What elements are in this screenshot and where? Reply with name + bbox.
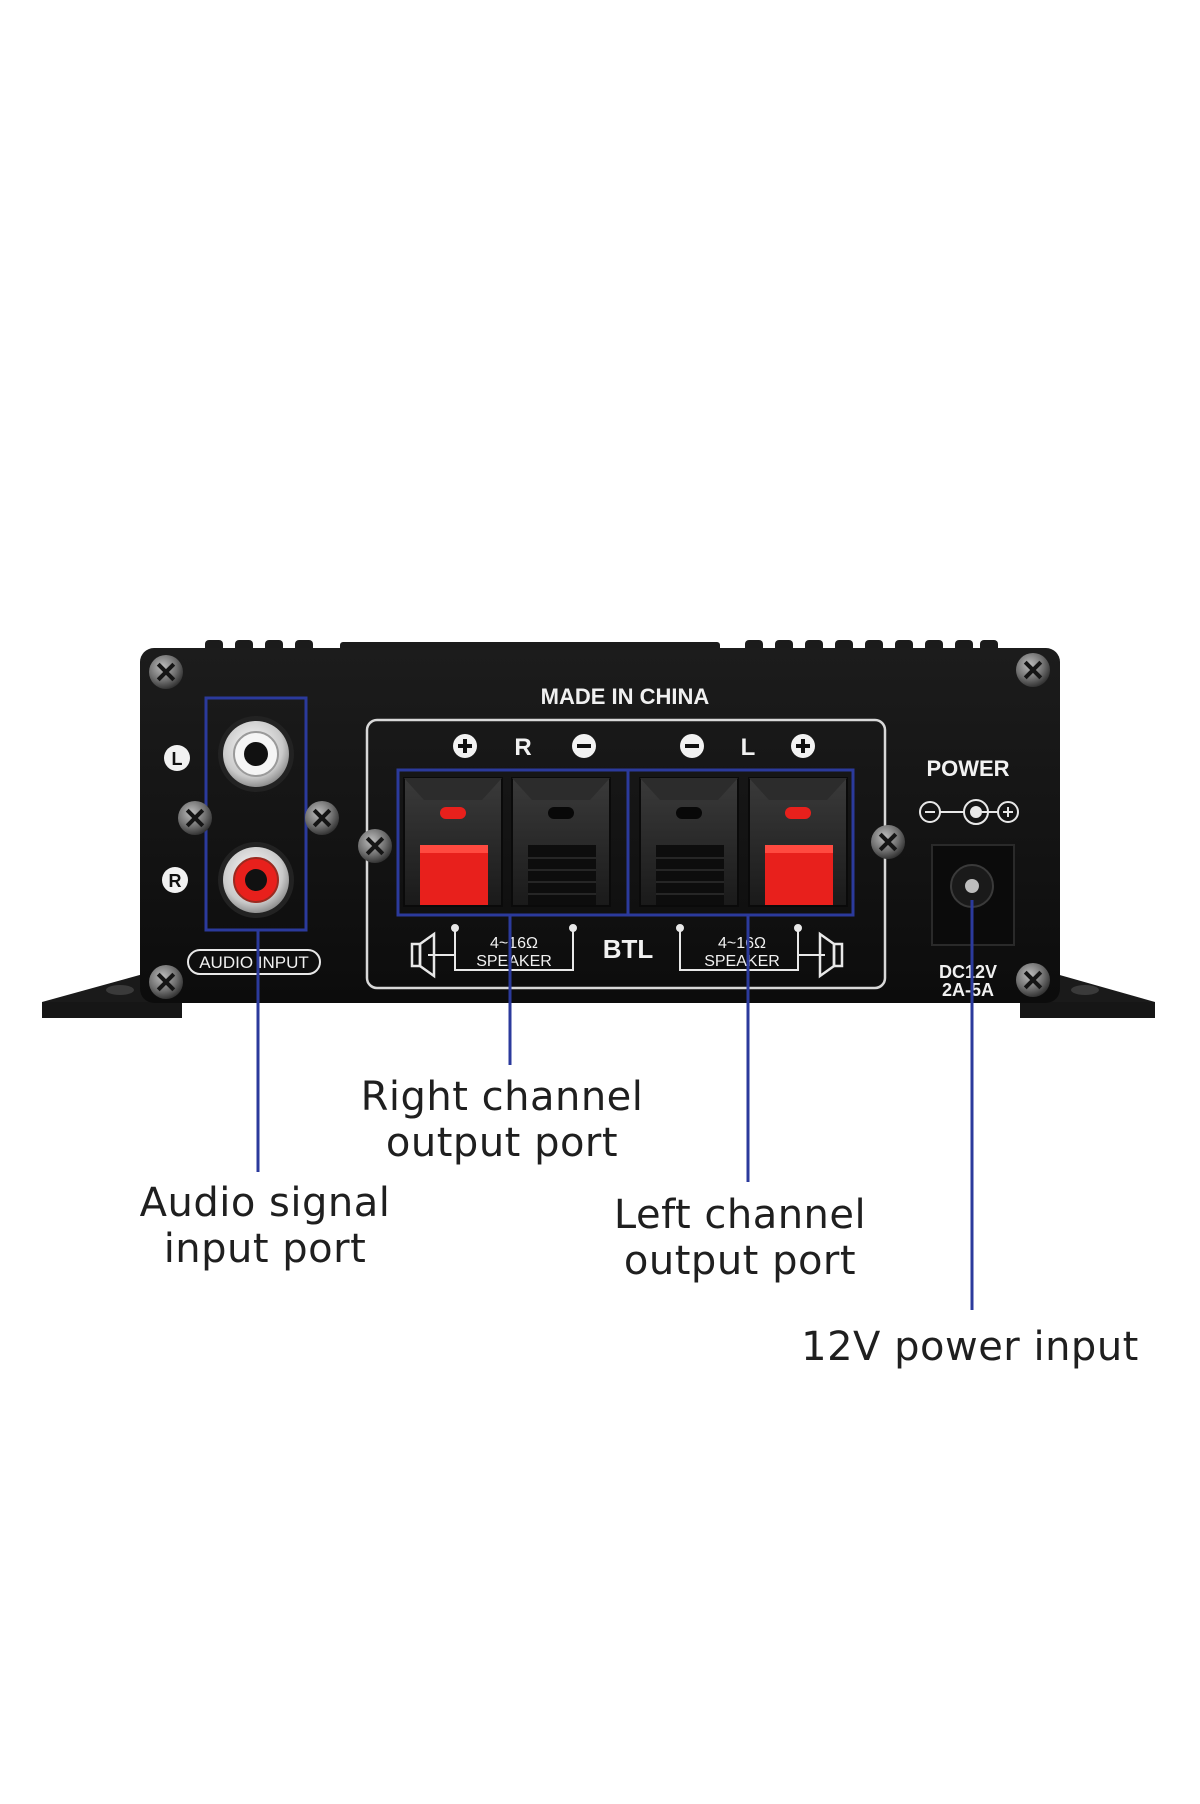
rca-jack-right-red[interactable]: [218, 842, 294, 918]
speaker-terminal-r-minus[interactable]: [511, 777, 611, 907]
panel-screw: [871, 825, 905, 859]
rca-jack-left-white[interactable]: [218, 716, 294, 792]
callout-left-channel: Left channel output port: [613, 1192, 867, 1284]
audio-input-label-frame: [187, 949, 321, 975]
dc-polarity-icon: [919, 799, 1019, 825]
highlight-left-channel: [626, 768, 855, 917]
minus-icon: [572, 734, 596, 758]
input-r-badge: R: [162, 867, 188, 893]
speaker-r-label: SPEAKER: [476, 953, 552, 970]
speaker-l-ohms: 4~16Ω: [718, 935, 766, 952]
channel-l-label: L: [741, 734, 756, 761]
speaker-l-label: SPEAKER: [704, 953, 780, 970]
minus-icon: [680, 734, 704, 758]
channel-r-label: R: [514, 734, 531, 761]
polarity-markings: R L: [453, 734, 815, 761]
input-screw: [305, 801, 339, 835]
power-label: POWER: [926, 756, 1009, 781]
speaker-terminal-l-plus[interactable]: [748, 777, 848, 907]
callout-right-channel: Right channel output port: [360, 1074, 644, 1166]
plus-icon: [453, 734, 477, 758]
input-l-badge: L: [164, 745, 190, 771]
made-in-label: MADE IN CHINA: [541, 684, 710, 709]
speaker-terminal-r-plus[interactable]: [403, 777, 503, 907]
speaker-icon: [818, 931, 844, 979]
leader-lines: [256, 900, 974, 1310]
input-screw: [178, 801, 212, 835]
speaker-icon: [410, 931, 436, 979]
highlight-boxes: [204, 696, 855, 932]
dc-voltage-label: DC12V: [939, 962, 997, 982]
speaker-r-ohms: 4~16Ω: [490, 935, 538, 952]
svg-text:R: R: [169, 871, 182, 891]
mounting-feet: [42, 968, 1155, 1018]
svg-text:L: L: [172, 749, 183, 769]
plus-icon: [791, 734, 815, 758]
btl-label: BTL: [603, 934, 654, 964]
panel-screw: [358, 829, 392, 863]
corner-screws: [149, 653, 1050, 999]
dc-current-label: 2A-5A: [942, 980, 994, 1000]
audio-input-label: AUDIO INPUT: [199, 953, 309, 972]
callout-audio-input: Audio signal input port: [139, 1180, 391, 1272]
callout-power: 12V power input: [801, 1324, 1139, 1370]
speaker-bracket-right: [428, 924, 577, 971]
speaker-terminal-l-minus[interactable]: [639, 777, 739, 907]
